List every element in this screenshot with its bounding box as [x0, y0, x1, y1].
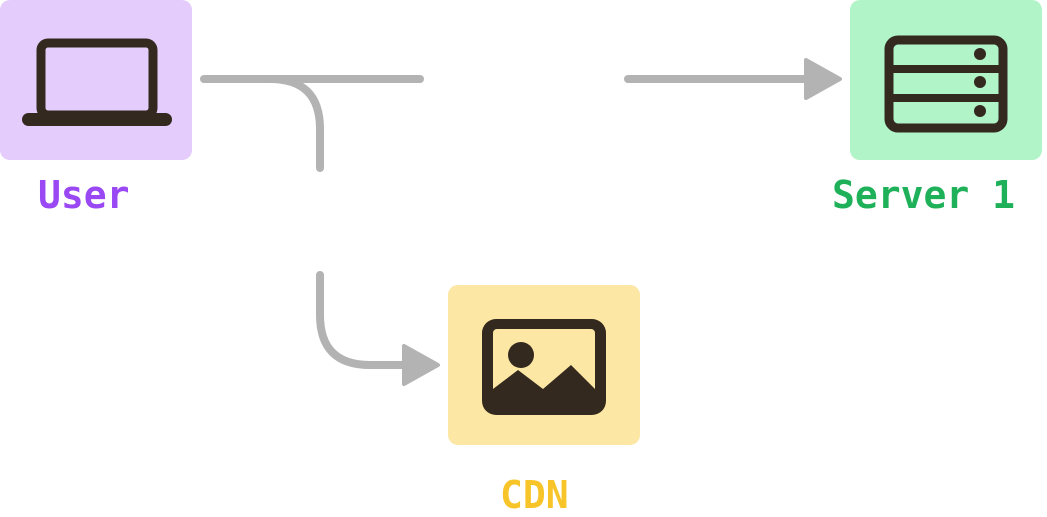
arrowhead-to-cdn: [402, 344, 440, 386]
user-node: [0, 0, 192, 160]
user-label: User: [38, 173, 130, 217]
cdn-node: [448, 285, 640, 445]
connector-user-to-cdn-lower: [316, 271, 416, 369]
server-icon: [884, 35, 1008, 133]
arrowhead-to-server: [804, 58, 842, 100]
connector-user-to-cdn-branch: [266, 75, 324, 172]
server-node: [850, 0, 1042, 160]
image-icon: [482, 319, 606, 415]
cdn-label: CDN: [500, 473, 569, 517]
laptop-icon: [22, 38, 172, 126]
server-label: Server 1: [832, 173, 1016, 217]
